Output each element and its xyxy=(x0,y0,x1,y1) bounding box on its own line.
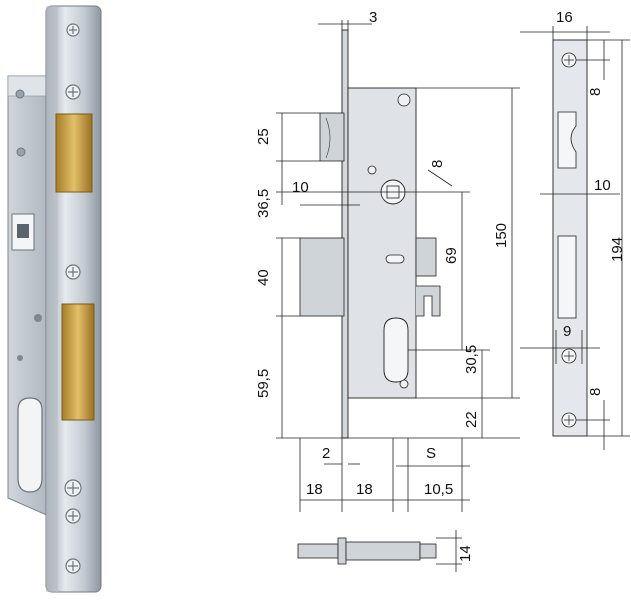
front-cylinder-icon xyxy=(383,317,409,383)
side-latch-opening xyxy=(557,111,577,169)
cylinder-hole-icon xyxy=(17,397,43,493)
label-faceplate-inset: 10 xyxy=(594,177,611,194)
front-faceplate xyxy=(341,29,349,439)
front-screw-icon xyxy=(399,379,409,389)
label-center-distance: 69 xyxy=(443,247,460,264)
front-screw-icon xyxy=(367,165,377,175)
label-cylinder-width: 9 xyxy=(563,323,571,340)
label-screw-offset-top: 8 xyxy=(587,88,604,96)
label-case-height: 150 xyxy=(493,223,510,248)
screw-icon xyxy=(17,355,23,361)
front-slot xyxy=(385,254,405,264)
label-backset-left: 18 xyxy=(306,481,323,498)
label-handle-offset: 36,5 xyxy=(255,189,272,218)
label-backset-mid: 18 xyxy=(356,481,373,498)
dead-bolt xyxy=(61,303,95,421)
screw-icon xyxy=(34,314,42,322)
lock-photo xyxy=(7,5,102,593)
latch-bolt xyxy=(55,113,93,193)
label-cylinder-offset: 30,5 xyxy=(463,345,480,374)
label-faceplate-width: 16 xyxy=(556,9,573,26)
label-backset-right: 10,5 xyxy=(424,481,453,498)
screw-icon xyxy=(15,89,25,99)
front-view-drawing: 3 25 36,5 10 8 40 59,5 150 69 30,5 22 2 … xyxy=(255,9,520,572)
front-latch xyxy=(319,112,345,162)
front-screw-icon xyxy=(397,93,411,107)
side-deadbolt-opening xyxy=(557,235,577,319)
label-screw-offset-bottom: 8 xyxy=(587,388,604,396)
faceplate-view-drawing: 16 8 10 194 9 8 xyxy=(520,9,630,450)
label-bottom-offset: 59,5 xyxy=(255,369,272,398)
label-faceplate-height: 194 xyxy=(609,237,626,262)
label-spindle-size: 8 xyxy=(429,160,446,168)
label-deadbolt-height: 40 xyxy=(255,269,272,286)
label-bottom-case: 22 xyxy=(463,411,480,428)
label-face-gap: 2 xyxy=(322,445,330,462)
label-handle-backset: 10 xyxy=(292,179,309,196)
front-deadbolt xyxy=(299,237,345,317)
label-bolt-thickness: 14 xyxy=(457,545,474,562)
bolt-side-view xyxy=(297,530,462,572)
screw-icon xyxy=(16,147,26,157)
label-backset-symbol: S xyxy=(426,445,436,462)
faceplate-edge xyxy=(46,6,58,592)
label-faceplate-thickness: 3 xyxy=(369,9,377,26)
label-latch-height: 25 xyxy=(255,128,272,145)
